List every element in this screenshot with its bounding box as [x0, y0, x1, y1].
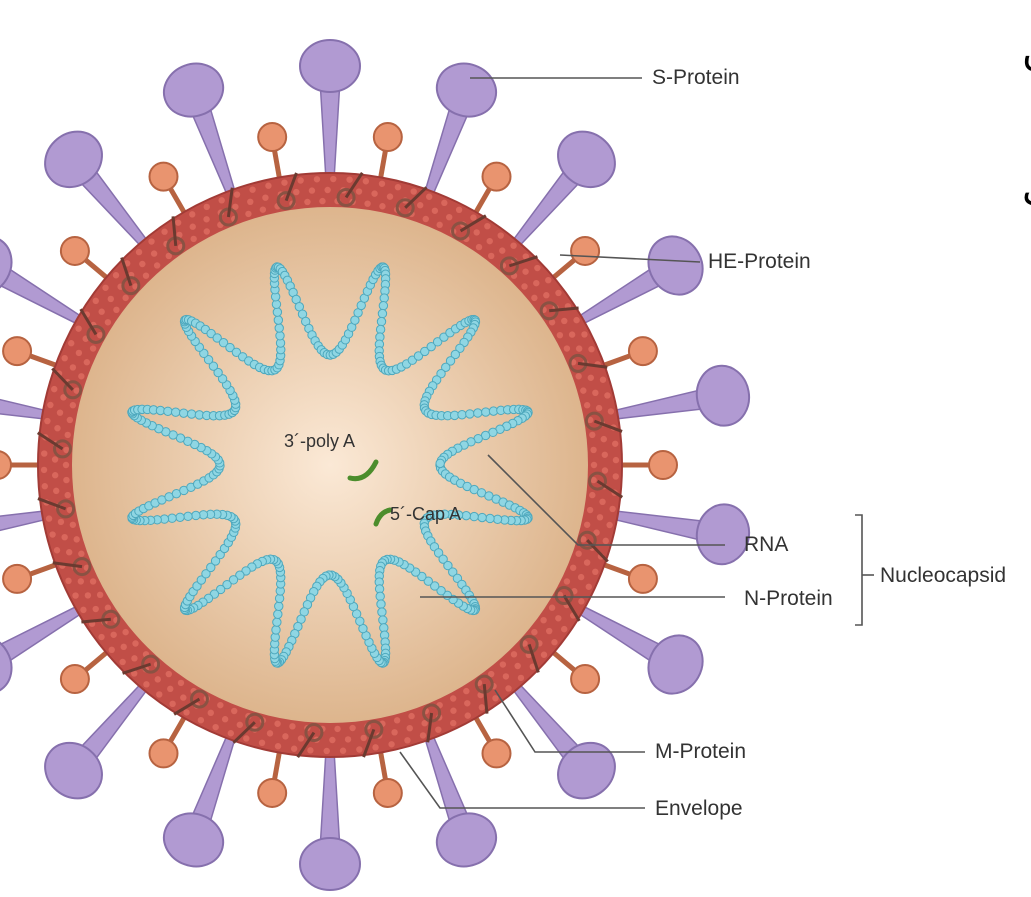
s-protein-head [429, 55, 503, 124]
s-protein-head [156, 55, 230, 124]
s-protein-spike [610, 511, 711, 542]
he-protein-bulb [3, 337, 31, 365]
s-protein-spike [610, 388, 711, 419]
s-protein-head [692, 362, 754, 430]
s-protein-spike [0, 604, 85, 666]
s-protein-head [300, 40, 360, 92]
label-he-protein: HE-Protein [708, 250, 811, 273]
he-protein-bulb [629, 337, 657, 365]
label-envelope: Envelope [655, 797, 743, 820]
label-rna: RNA [744, 533, 788, 556]
label-cap: 5´-Cap A [390, 504, 461, 524]
label-s-protein: S-Protein [652, 66, 740, 89]
s-protein-head [156, 805, 230, 874]
he-protein-bulb [258, 779, 286, 807]
he-protein-bulb [483, 739, 511, 767]
s-protein-head [429, 805, 503, 874]
he-protein-bulb [150, 163, 178, 191]
label-m-protein: M-Protein [655, 740, 746, 763]
virion-interior [72, 207, 588, 723]
s-protein-head [300, 838, 360, 890]
he-protein-bulb [483, 163, 511, 191]
virion: 3´-poly A 5´-Cap A [0, 40, 754, 890]
he-protein-bulb [649, 451, 677, 479]
s-protein-spike [0, 264, 85, 326]
he-protein-bulb [150, 739, 178, 767]
persian-text-line-2: ار می [1022, 164, 1031, 210]
he-protein-bulb [61, 237, 89, 265]
s-protein-spike [320, 750, 340, 850]
label-n-protein: N-Protein [744, 587, 833, 610]
he-protein-bulb [571, 237, 599, 265]
he-protein-bulb [258, 123, 286, 151]
he-protein-bulb [571, 665, 599, 693]
s-protein-head [638, 626, 713, 704]
he-protein-bulb [0, 451, 11, 479]
persian-text-line-1: و این [1022, 26, 1031, 72]
label-nucleocapsid: Nucleocapsid [880, 564, 1006, 587]
he-protein-bulb [61, 665, 89, 693]
s-protein-spike [320, 80, 340, 180]
he-protein-bulb [374, 779, 402, 807]
s-protein-head [638, 227, 713, 305]
nucleocapsid-bracket [855, 515, 862, 625]
label-poly-a: 3´-poly A [284, 431, 355, 451]
he-protein-bulb [629, 565, 657, 593]
he-protein-bulb [374, 123, 402, 151]
he-protein-bulb [3, 565, 31, 593]
